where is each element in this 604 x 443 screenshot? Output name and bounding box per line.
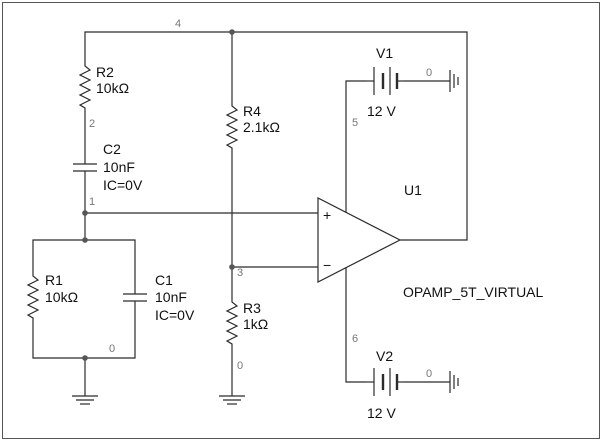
r4-name: R4 (243, 103, 261, 119)
junction-dot (82, 237, 88, 243)
battery-v1-symbol (366, 67, 404, 95)
battery-v2-symbol (366, 368, 404, 396)
net-label-3: 3 (237, 267, 243, 279)
wire-v1-supply (345, 80, 366, 205)
c1-ic: IC=0V (155, 307, 195, 323)
net-label-5: 5 (352, 117, 358, 129)
r3-value: 1kΩ (243, 316, 268, 332)
v1-name: V1 (376, 45, 393, 61)
c2-ic: IC=0V (103, 177, 143, 193)
wire-net-4 (84, 31, 468, 241)
v2-name: V2 (376, 348, 393, 364)
ground-icon (449, 371, 459, 393)
wires (32, 31, 468, 396)
opamp-plus-sign: + (323, 207, 331, 223)
wire-r1c1-bottom (32, 306, 136, 359)
net-label-0-v1: 0 (426, 67, 432, 79)
u1-model: OPAMP_5T_VIRTUAL (403, 284, 544, 300)
junction-dot (229, 29, 235, 35)
junction-dot (229, 264, 235, 270)
resistor-r2-symbol (78, 60, 92, 112)
resistor-r4-symbol (225, 100, 239, 150)
net-label-1: 1 (89, 196, 95, 208)
r1-value: 10kΩ (45, 289, 78, 305)
ground-icon (219, 395, 245, 405)
r4-value: 2.1kΩ (243, 119, 280, 135)
v1-value: 12 V (367, 103, 396, 119)
wire-v2-supply (345, 275, 366, 383)
c2-name: C2 (103, 141, 121, 157)
net-label-0-r3: 0 (237, 360, 243, 372)
junction-dot (82, 355, 88, 361)
schematic-sheet (2, 2, 600, 439)
r1-name: R1 (45, 272, 63, 288)
junction-dot (82, 210, 88, 216)
r2-name: R2 (96, 64, 114, 80)
net-label-0-v2: 0 (426, 368, 432, 380)
net-label-0-c1: 0 (109, 343, 115, 355)
net-label-6: 6 (352, 333, 358, 345)
opamp-minus-sign: − (323, 257, 331, 273)
resistor-r1-symbol (26, 270, 40, 328)
capacitor-c1-symbol (123, 290, 147, 306)
c1-value: 10nF (155, 289, 187, 305)
junctions (82, 29, 235, 361)
v2-value: 12 V (367, 405, 396, 421)
c1-name: C1 (155, 272, 173, 288)
c2-value: 10nF (103, 159, 135, 175)
r3-name: R3 (243, 300, 261, 316)
r2-value: 10kΩ (96, 80, 129, 96)
net-label-2: 2 (89, 118, 95, 130)
u1-name: U1 (404, 182, 422, 198)
resistor-r3-symbol (225, 295, 239, 348)
ground-icon (449, 70, 459, 92)
opamp-u1-symbol (317, 197, 402, 283)
ground-icon (72, 395, 98, 405)
capacitor-c2-symbol (73, 150, 97, 182)
net-label-4: 4 (175, 18, 181, 30)
